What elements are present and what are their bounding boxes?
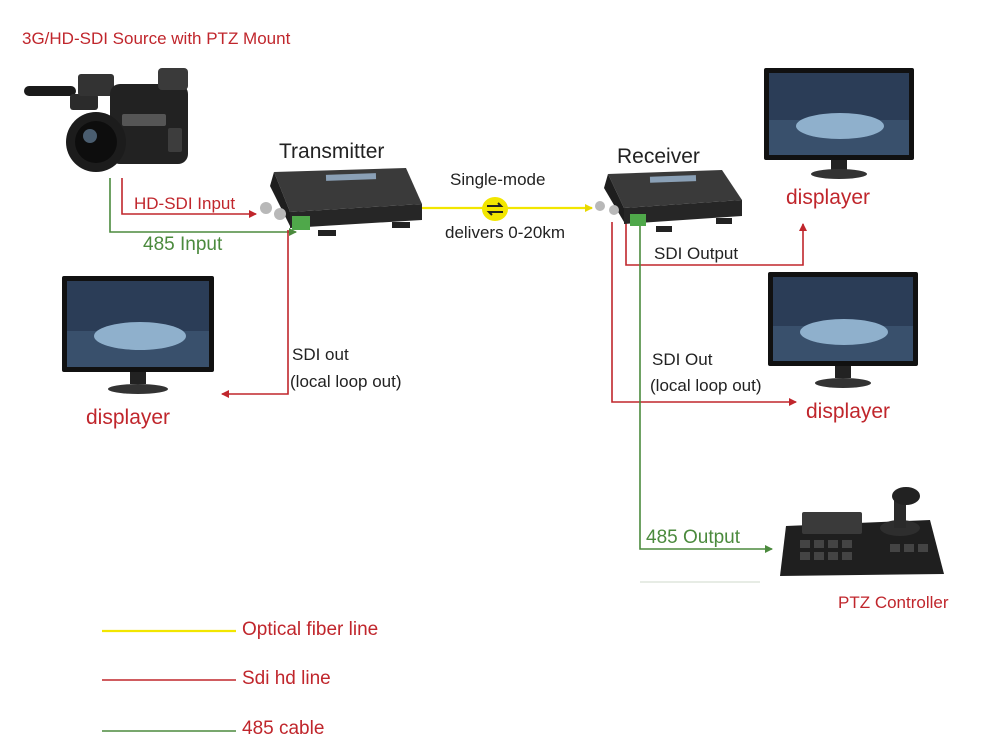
transmitter-label: Transmitter: [279, 140, 385, 163]
hd-sdi-input-label: HD-SDI Input: [134, 194, 236, 213]
rs485-output-line: [639, 226, 773, 553]
fiber-distance-label: delivers 0-20km: [445, 223, 565, 242]
sdi-out-tx-label: SDI out: [292, 345, 349, 364]
hd-sdi-input-line: [121, 178, 257, 218]
sdi-out-rx-label: SDI Out: [652, 350, 713, 369]
sdi-loop-out-tx-line: [221, 230, 289, 398]
monitor-left-icon: [62, 276, 214, 394]
sdi-out-tx-sublabel: (local loop out): [290, 372, 402, 391]
rs485-input-label: 485 Input: [143, 234, 223, 255]
legend-fiber-label: Optical fiber line: [242, 619, 379, 640]
sdi-output-rx-label: SDI Output: [654, 244, 739, 263]
receiver-label: Receiver: [617, 145, 700, 168]
fiber-mode-label: Single-mode: [450, 170, 546, 189]
legend-sdi-label: Sdi hd line: [242, 668, 331, 689]
legend-485-label: 485 cable: [242, 718, 325, 739]
ptz-controller-icon: [780, 487, 944, 576]
camera-icon: [24, 68, 188, 172]
transmitter-device: [260, 168, 422, 236]
monitor-right-top-icon: [764, 68, 914, 179]
ptz-controller-label: PTZ Controller: [838, 593, 949, 612]
displayer-left-label: displayer: [86, 406, 171, 429]
displayer-right-middle-label: displayer: [806, 400, 891, 423]
page-title: 3G/HD-SDI Source with PTZ Mount: [22, 29, 291, 48]
rs485-input-line: [109, 178, 297, 236]
displayer-right-top-label: displayer: [786, 186, 871, 209]
sdi-loop-out-rx-line: [611, 222, 797, 406]
monitor-right-middle-icon: [768, 272, 918, 388]
rs485-output-label: 485 Output: [646, 527, 741, 548]
fiber-connector-icon: [482, 197, 508, 221]
sdi-out-rx-sublabel: (local loop out): [650, 376, 762, 395]
receiver-device: [595, 170, 742, 232]
sdi-output-rx-line: [625, 222, 807, 266]
